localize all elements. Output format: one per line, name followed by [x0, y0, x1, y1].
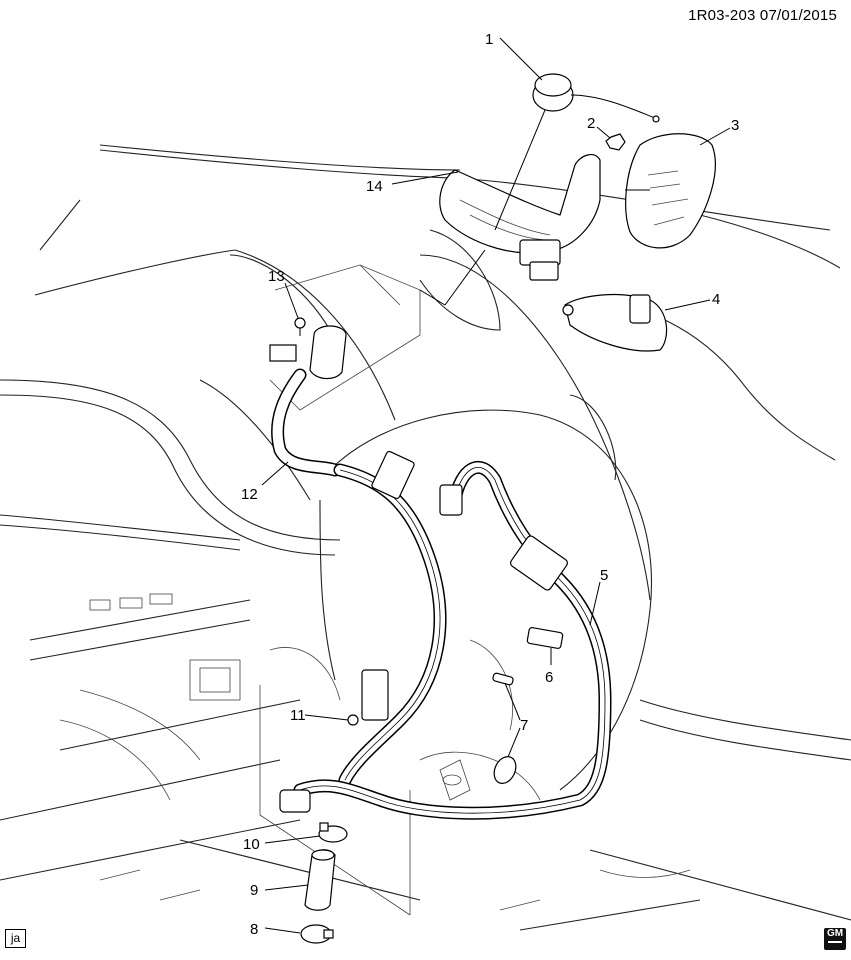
- vehicle-body-outline: [0, 144, 851, 931]
- callout-4: 4: [712, 291, 720, 308]
- callout-numbers: 1 2 3 4 5 6 7 8 9 10 11 12 13 14: [241, 31, 739, 938]
- fuel-door-actuator: [562, 293, 668, 352]
- callout-1: 1: [485, 31, 493, 48]
- callout-11: 11: [290, 707, 306, 724]
- bolt: [347, 714, 359, 726]
- callout-8: 8: [250, 921, 258, 938]
- evap-vapor-pipe: [279, 461, 612, 820]
- pipe-clip: [526, 627, 564, 649]
- callout-2: 2: [587, 115, 595, 132]
- callout-13: 13: [268, 268, 285, 285]
- diagram-code: 1R03-203 07/01/2015: [688, 7, 837, 24]
- callout-6: 6: [545, 669, 553, 686]
- clamp-lower: [300, 924, 334, 944]
- callout-14: 14: [366, 178, 383, 195]
- filler-pipe-upper: [271, 368, 342, 477]
- fuel-filler-door: [625, 133, 716, 249]
- gm-logo-bar: [828, 941, 842, 943]
- fuel-cap: [532, 73, 660, 123]
- callout-5: 5: [600, 567, 608, 584]
- gm-logo-icon: GM: [824, 928, 846, 950]
- artist-initials-box: ja: [5, 929, 26, 948]
- callout-10: 10: [243, 836, 260, 853]
- fuel-filler-housing: [439, 153, 601, 281]
- callout-12: 12: [241, 486, 258, 503]
- callout-9: 9: [250, 882, 258, 899]
- hose-clamp-band: [492, 672, 517, 784]
- callout-7: 7: [520, 717, 528, 734]
- filler-hose: [304, 849, 336, 911]
- screw-upper: [294, 317, 306, 336]
- callout-leaders: [261, 37, 731, 934]
- gm-logo-text: GM: [826, 928, 844, 939]
- filler-neck-upper: [269, 325, 347, 380]
- nut: [605, 133, 626, 151]
- filler-pipe-main: [333, 450, 447, 787]
- callout-3: 3: [731, 117, 739, 134]
- clamp-upper: [318, 822, 348, 843]
